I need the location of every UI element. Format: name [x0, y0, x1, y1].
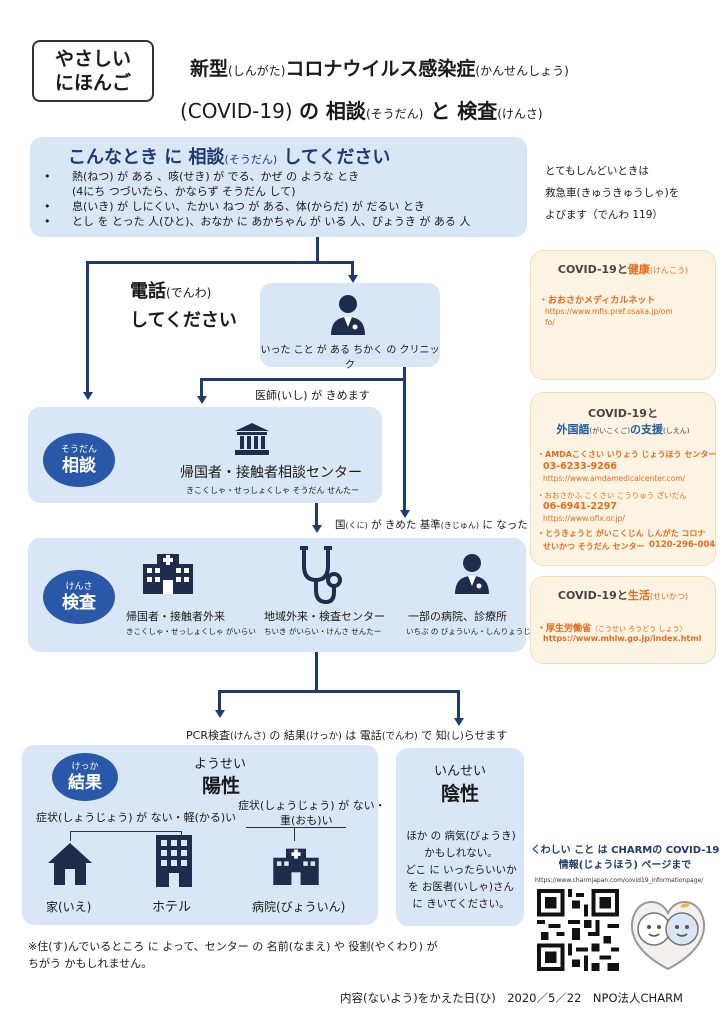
revision-date: 内容(ないよう)をかえた日(ひ) 2020／5／22 NPO法人CHARM: [340, 991, 683, 1005]
severe-symptom-label: 症状(しょうじょう) が ない・: [238, 799, 386, 812]
panel-heading: COVID-19と生活(せいかつ): [557, 589, 689, 602]
phone-number[interactable]: 06-6941-2297: [543, 501, 617, 512]
emergency-note: とてもしんどいときは 救急車(きゅうきゅうしゃ)を よびます（でんわ 119）: [545, 165, 680, 221]
consult-center-reading: きこくしゃ・せっしょくしゃ そうだん せんたー: [186, 486, 360, 495]
list-item: (4にち つづいたら、かならず そうだん して): [72, 185, 296, 198]
charm-info-text: くわしい こと は CHARMの COVID-19 情報(じょうほう) ページま…: [530, 845, 720, 871]
hotel-building-icon: [156, 835, 192, 891]
arrow-down-icon: [312, 525, 322, 533]
doctor-icon: [328, 293, 368, 339]
clinic-box: いった こと が ある ちかく の クリニック: [260, 283, 440, 371]
flow-line: [351, 261, 354, 275]
phone-number[interactable]: 0120-296-004: [649, 540, 716, 550]
exam-item-label: 地域外来・検査センター: [264, 610, 385, 623]
exam-item-reading: ちいき がいらい・けんさ せんたー: [264, 627, 382, 636]
doctor-decides-label: 医師(いし) が きめます: [255, 389, 370, 402]
flow-line: [315, 652, 318, 692]
negative-advice: ほか の 病気(びょうき) かもしれない。 どこ に いったらいいか を お医者…: [405, 830, 517, 910]
positive-label: 陽性: [202, 775, 241, 797]
org-link[interactable]: ・AMDAこくさい いりょう じょうほう センター: [537, 450, 717, 459]
negative-reading: いんせい: [433, 764, 486, 779]
arrow-down-icon: [348, 275, 358, 283]
title-line2: (COVID-19) の 相談(そうだん) と 検査(けんさ): [180, 99, 543, 123]
phone-number[interactable]: 03-6233-9266: [543, 461, 617, 472]
call-instruction: 電話(でんわ) してください: [130, 281, 237, 331]
flow-line: [218, 690, 221, 710]
panel-heading-2: 外国語(がいこくご)の支援(しえん): [556, 423, 690, 436]
footnote: ※住(す)んでいるところ に よって、センター の 名前(なまえ) や 役割(や…: [28, 940, 438, 970]
arrow-down-icon: [454, 718, 464, 726]
title-line1: 新型(しんがた)コロナウイルス感染症(かんせんしょう): [190, 58, 569, 80]
url-link[interactable]: https://www.ofix.or.jp/: [543, 514, 625, 523]
arrow-down-icon: [400, 510, 410, 518]
result-badge: けっか 結果: [52, 753, 118, 801]
flow-line: [316, 237, 319, 263]
negative-box: いんせい 陰性 ほか の 病気(びょうき) かもしれない。 どこ に いったらい…: [396, 748, 524, 926]
symptom-list: 熱(ねつ) が ある 、咳(せき) が でる、かぜ の ような とき (4にち …: [44, 169, 470, 229]
doctor-icon: [452, 552, 492, 598]
charm-url[interactable]: https://www.charmjapan.com/covid19_infor…: [535, 877, 704, 884]
panel-heading: COVID-19と: [588, 407, 658, 420]
charm-logo-icon: [624, 891, 712, 973]
yasashii-nihongo-tag: やさしい にほんご: [32, 40, 154, 102]
hotel-label: ホテル: [152, 900, 192, 915]
org-link[interactable]: ・おおさかメディカルネット: [539, 296, 656, 306]
consult-center-name: 帰国者・接触者相談センター: [180, 465, 362, 481]
url-link[interactable]: https://www.amdamedicalcenter.com/: [543, 474, 686, 483]
clinic-label: いった こと が ある ちかく の クリニック: [260, 345, 440, 371]
list-item: とし を とった 人(ひと)、おなか に あかちゃん が いる 人、びょうき が…: [44, 214, 470, 229]
daily-life-panel: COVID-19と生活(せいかつ) ・厚生労働省（こうせい ろうどう しょう） …: [530, 576, 716, 664]
government-building-icon: [235, 423, 269, 459]
national-criteria-label: 国(くに) が きめた 基準(きじゅん) に なったとき: [335, 519, 549, 531]
org-link[interactable]: ・おおさかふ こくさい こうりゅう ざいだん: [537, 491, 687, 500]
flow-line: [200, 378, 406, 381]
flow-line: [315, 503, 318, 525]
exam-item-reading: きこくしゃ・せっしょくしゃ がいらい: [126, 627, 256, 636]
mild-symptom-label: 症状(しょうじょう) が ない・軽(かる)い: [36, 811, 237, 824]
flow-line: [200, 378, 203, 396]
when-to-consult-box: こんなとき に 相談(そうだん) してください 熱(ねつ) が ある 、咳(せき…: [30, 137, 527, 237]
org-link[interactable]: ・とうきょうと がいこくじん しんがた コロナ: [537, 529, 706, 538]
exam-badge: けんさ 検査: [43, 570, 115, 624]
org-link[interactable]: せいかつ そうだん センター: [543, 542, 645, 551]
negative-label: 陰性: [440, 783, 479, 805]
positive-reading: ようせい: [194, 757, 247, 772]
when-heading: こんなとき に 相談(そうだん) してください: [68, 147, 391, 168]
consult-badge: そうだん 相談: [43, 433, 115, 487]
consultation-box: そうだん 相談 帰国者・接触者相談センター きこくしゃ・せっしょくしゃ そうだん…: [28, 407, 382, 503]
flow-line: [86, 261, 354, 264]
arrow-down-icon: [197, 396, 207, 404]
result-box: けっか 結果 ようせい 陽性 症状(しょうじょう) が ない・軽(かる)い 症状…: [22, 745, 386, 925]
exam-item-label: 帰国者・接触者外来: [126, 610, 225, 623]
foreign-language-support-panel: COVID-19と 外国語(がいこくご)の支援(しえん) ・AMDAこくさい い…: [530, 392, 716, 566]
org-link[interactable]: ・厚生労働省（こうせい ろうどう しょう）: [537, 624, 687, 634]
house-icon: [46, 841, 94, 889]
pcr-result-notice: PCR検査(けんさ) の 結果(けっか) は 電話(でんわ) で 知(し)らせま…: [186, 729, 508, 742]
list-item: 熱(ねつ) が ある 、咳(せき) が でる、かぜ の ような とき: [44, 169, 470, 184]
exam-item-label: 一部の病院、診療所: [408, 610, 507, 623]
qr-code-icon[interactable]: [537, 889, 619, 971]
hospital-building-icon: [272, 845, 320, 889]
panel-heading: COVID-19と健康(けんこう): [557, 263, 689, 276]
severe-symptom-label-2: 重(おも)い: [280, 814, 333, 827]
flow-line: [86, 261, 89, 392]
examination-box: けんさ 検査 帰国者・接触者外来 きこくしゃ・せっしょくしゃ がいらい 地域外来…: [28, 538, 538, 652]
arrow-down-icon: [83, 392, 93, 400]
url-link[interactable]: https://www.mfis.pref.osaka.jp/om: [545, 307, 673, 316]
list-item: 息(いき) が しにくい、たかい ねつ が ある、体(からだ) が だるい とき: [44, 199, 470, 214]
hospital-building-icon: [143, 550, 193, 598]
url-link[interactable]: fo/: [545, 318, 555, 327]
flow-line: [218, 690, 460, 693]
health-info-panel: COVID-19と健康(けんこう) ・おおさかメディカルネット https://…: [530, 250, 716, 380]
hospital-label: 病院(びょういん): [252, 900, 346, 914]
stethoscope-icon: [296, 546, 342, 612]
home-label: 家(いえ): [46, 900, 92, 914]
url-link[interactable]: https://www.mhlw.go.jp/index.html: [543, 634, 702, 643]
flow-line: [403, 367, 406, 510]
flow-line: [457, 690, 460, 718]
exam-item-reading: いちぶ の びょういん・しんりょうじょ: [406, 627, 539, 636]
arrow-down-icon: [215, 710, 225, 718]
